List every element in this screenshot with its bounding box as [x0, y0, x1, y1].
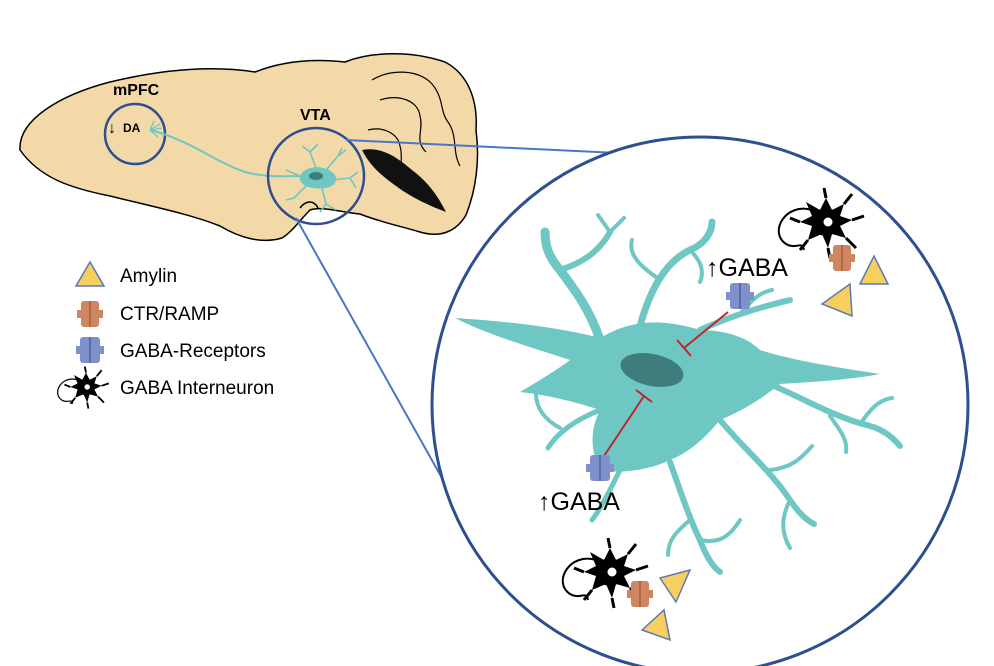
- gaba-label-bottom: ↑GABA: [538, 488, 620, 516]
- gaba-interneuron-icon: [56, 365, 110, 410]
- vta-region-circle: [266, 126, 366, 226]
- gaba-receptor-icon: [75, 336, 105, 364]
- vta-label: VTA: [300, 107, 331, 124]
- amylin-triangle-bottom-1: [658, 568, 692, 604]
- ctr-ramp-receptor-icon: [76, 300, 104, 328]
- amylin-triangle-bottom-2: [640, 608, 671, 642]
- legend-label-amylin: Amylin: [120, 266, 177, 287]
- legend-label-ctr-ramp: CTR/RAMP: [120, 304, 219, 325]
- amylin-triangle-icon: [74, 260, 106, 287]
- neuron-soma: [455, 318, 880, 472]
- neuron-nucleus: [620, 352, 684, 388]
- legend-item-ctr-ramp: CTR/RAMP: [76, 300, 219, 328]
- legend: Amylin CTR/RAMP GABA-Receptors GABA Inte…: [56, 260, 274, 410]
- neuron-dendrites: [534, 213, 903, 575]
- legend-item-gaba-receptors: GABA-Receptors: [75, 336, 266, 364]
- mpfc-label: mPFC: [113, 82, 160, 99]
- brain-body: [19, 53, 479, 242]
- gaba-receptor-bottom: [585, 454, 615, 482]
- gaba-label-top: ↑GABA: [706, 254, 788, 282]
- brainstem-shadow: [362, 149, 446, 212]
- inhibition-bottom: [603, 389, 653, 457]
- legend-item-amylin: Amylin: [74, 260, 177, 287]
- da-arrow: ↓: [108, 120, 116, 137]
- brain-sagittal: mPFC ↓ DA VTA: [19, 53, 479, 242]
- vta-small-neuron: [285, 143, 359, 213]
- legend-label-gaba-receptors: GABA-Receptors: [120, 341, 266, 362]
- amylin-triangle-top-2: [820, 282, 853, 318]
- inhibition-top: [676, 311, 729, 357]
- da-label: DA: [123, 121, 141, 135]
- vta-magnified-inset: ↑GABA ↑GABA: [430, 135, 970, 666]
- da-projection-axon: [149, 129, 301, 178]
- gaba-receptor-top: [725, 282, 755, 310]
- legend-item-gaba-interneuron: GABA Interneuron: [56, 365, 274, 410]
- dopamine-neuron: [455, 213, 903, 575]
- legend-label-gaba-interneuron: GABA Interneuron: [120, 378, 274, 399]
- ventral-notch: [299, 201, 319, 209]
- amylin-triangle-top-1: [858, 254, 890, 285]
